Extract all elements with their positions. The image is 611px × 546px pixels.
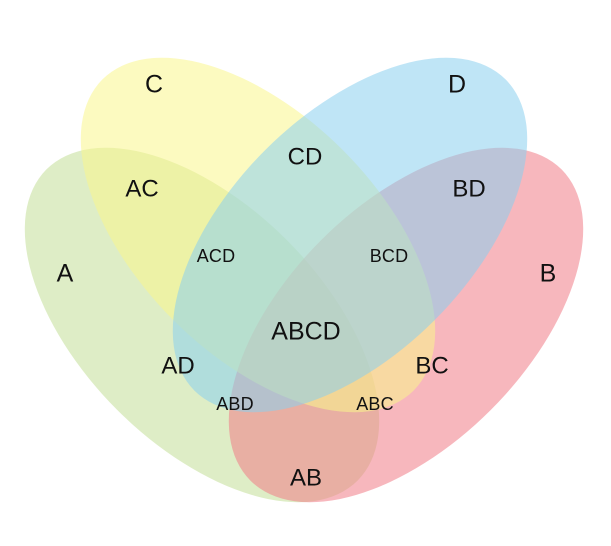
- set-d-ellipse: [172, 57, 528, 413]
